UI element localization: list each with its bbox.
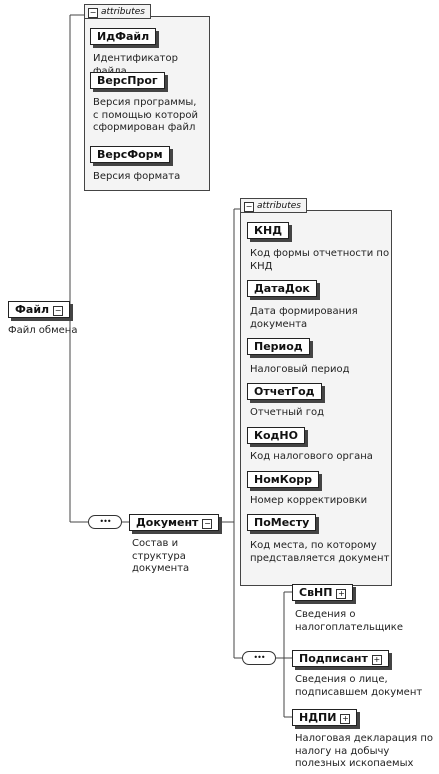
child-desc: Налоговая декларация по налогу на добычу… bbox=[295, 733, 434, 769]
attr-node[interactable]: НомКорр bbox=[247, 471, 320, 488]
sequence-compositor-icon[interactable]: ••• bbox=[88, 515, 122, 529]
attr-desc: Отчетный год bbox=[250, 407, 324, 418]
file-attributes-tab[interactable]: −attributes bbox=[84, 4, 151, 19]
root-desc: Файл обмена bbox=[8, 325, 78, 336]
attr-desc: Номер корректировки bbox=[250, 495, 368, 506]
attributes-label: attributes bbox=[257, 201, 301, 211]
document-attributes-tab[interactable]: −attributes bbox=[240, 198, 307, 213]
attr-node[interactable]: ИдФайл bbox=[90, 28, 157, 45]
attr-desc: Код формы отчетности по КНД bbox=[250, 248, 390, 272]
attr-desc: Идентификатор файла bbox=[93, 53, 178, 77]
attributes-label: attributes bbox=[101, 7, 145, 17]
attr-node[interactable]: ОтчетГод bbox=[247, 383, 322, 400]
child-desc: Сведения о лице, подписавшем документ bbox=[295, 674, 423, 698]
child-node-podpisant[interactable]: Подписант+ bbox=[292, 650, 389, 667]
child-node-svnp[interactable]: СвНП+ bbox=[292, 584, 354, 601]
attr-desc: Дата формирования документа bbox=[250, 306, 358, 330]
attr-node[interactable]: КодНО bbox=[247, 427, 305, 444]
expand-icon[interactable]: + bbox=[340, 714, 351, 724]
attr-node[interactable]: Период bbox=[247, 338, 310, 355]
attr-desc: Код налогового органа bbox=[250, 451, 373, 462]
attr-node[interactable]: ДатаДок bbox=[247, 280, 317, 297]
child-desc: Сведения о налогоплательщике bbox=[295, 609, 403, 633]
attr-desc: Версия формата bbox=[93, 171, 181, 182]
document-desc: Состав и структура документа bbox=[132, 538, 190, 574]
collapse-icon[interactable]: − bbox=[88, 8, 98, 18]
root-node-fail[interactable]: Файл− bbox=[8, 301, 71, 318]
expand-icon[interactable]: + bbox=[336, 589, 347, 599]
collapse-icon[interactable]: − bbox=[244, 202, 254, 212]
attr-node[interactable]: КНД bbox=[247, 222, 289, 239]
collapse-icon[interactable]: − bbox=[53, 306, 64, 316]
attr-node[interactable]: ПоМесту bbox=[247, 514, 317, 531]
sequence-compositor-icon[interactable]: ••• bbox=[242, 651, 276, 665]
attr-desc: Версия программы, с помощью которой сфор… bbox=[93, 97, 198, 133]
expand-icon[interactable]: + bbox=[371, 655, 382, 665]
child-node-ndpi[interactable]: НДПИ+ bbox=[292, 709, 358, 726]
attr-node[interactable]: ВерсФорм bbox=[90, 146, 170, 163]
attr-desc: Код места, по которому представляется до… bbox=[250, 540, 390, 564]
attr-node[interactable]: ВерсПрог bbox=[90, 72, 165, 89]
collapse-icon[interactable]: − bbox=[202, 519, 213, 529]
attr-desc: Налоговый период bbox=[250, 364, 350, 375]
document-node[interactable]: Документ− bbox=[129, 514, 220, 531]
